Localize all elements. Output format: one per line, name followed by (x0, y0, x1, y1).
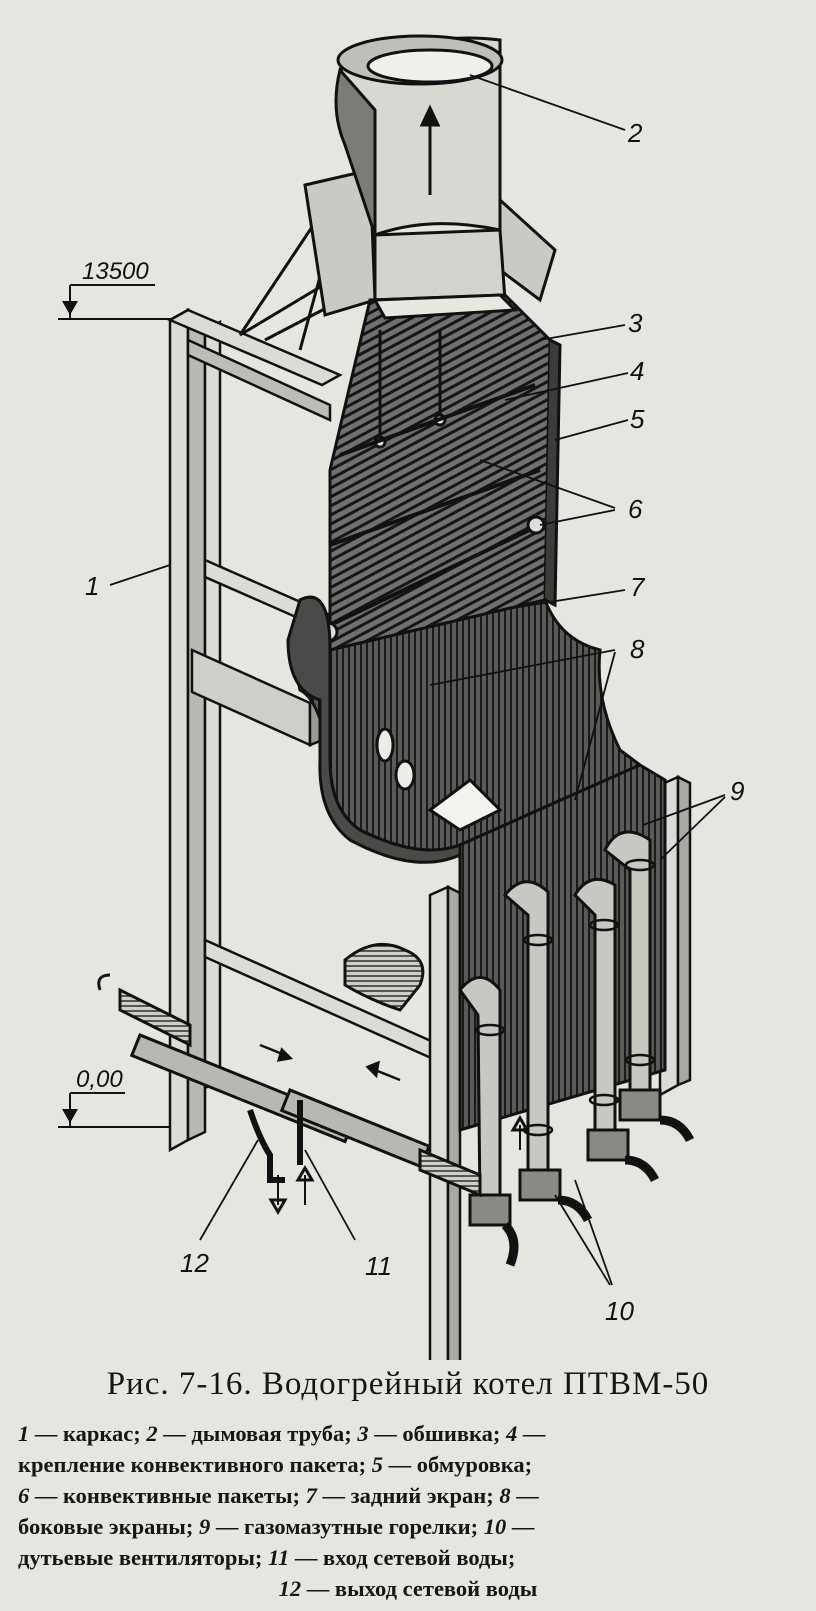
legend-num: 7 (305, 1483, 317, 1508)
legend-num: 6 (18, 1483, 30, 1508)
water-collectors (97, 973, 530, 1215)
callout-12: 12 (180, 1248, 209, 1278)
legend-text: — (510, 1483, 539, 1508)
legend-text: — газомазутные горелки; (210, 1514, 484, 1539)
legend-text: — выход сетевой воды (301, 1576, 538, 1601)
legend-text: крепление конвективного пакета; (18, 1452, 372, 1477)
callout-1: 1 (85, 571, 99, 601)
legend-num: 12 (278, 1576, 302, 1601)
legend-line-3: 6 — конвективные пакеты; 7 — задний экра… (18, 1480, 798, 1511)
level-13500-marker: 13500 (58, 258, 175, 320)
callout-3: 3 (628, 308, 643, 338)
callout-4: 4 (630, 356, 644, 386)
legend-num: 4 (505, 1421, 518, 1446)
legend-text: боковые экраны; (18, 1514, 199, 1539)
legend-text: — обмуровка; (383, 1452, 533, 1477)
legend-text: — конвективные пакеты; (29, 1483, 306, 1508)
legend-line-6: 12 — выход сетевой воды (18, 1573, 798, 1604)
chimney (334, 34, 507, 302)
legend-line-5: дутьевые вентиляторы; 11 — вход сетевой … (18, 1542, 798, 1573)
callout-7: 7 (630, 572, 646, 602)
legend-num: 5 (371, 1452, 384, 1477)
legend-num: 9 (199, 1514, 211, 1539)
legend-num: 1 (18, 1421, 30, 1446)
callout-5: 5 (630, 404, 645, 434)
callout-2: 2 (627, 118, 643, 148)
figure-caption: Рис. 7-16. Водогрейный котел ПТВМ-50 (106, 1366, 710, 1402)
legend-text: — каркас; (29, 1421, 147, 1446)
burners-and-fans (458, 830, 695, 1267)
legend-text: — обшивка; (368, 1421, 506, 1446)
legend-line-2: крепление конвективного пакета; 5 — обму… (18, 1449, 798, 1480)
level-top-label: 13500 (82, 258, 149, 285)
level-0-marker: 0,00 (58, 1066, 175, 1128)
callout-11: 11 (365, 1251, 392, 1281)
legend-num: 10 (483, 1514, 507, 1539)
convective-section (317, 293, 562, 652)
callout-9: 9 (730, 776, 744, 806)
callout-6: 6 (628, 494, 643, 524)
legend-line-1: 1 — каркас; 2 — дымовая труба; 3 — обшив… (18, 1418, 798, 1449)
level-bottom-label: 0,00 (76, 1066, 123, 1093)
legend-num: 2 (146, 1421, 158, 1446)
legend-text: — задний экран; (316, 1483, 500, 1508)
legend-text: — (506, 1514, 535, 1539)
upper-truss (238, 168, 557, 351)
legend-text: — дымовая труба; (157, 1421, 358, 1446)
legend-num: 8 (499, 1483, 511, 1508)
legend-text: дутьевые вентиляторы; (18, 1545, 269, 1570)
figure-legend: 1 — каркас; 2 — дымовая труба; 3 — обшив… (18, 1418, 798, 1604)
leader-lines (109, 74, 726, 1286)
legend-text: — вход сетевой воды; (289, 1545, 516, 1570)
callout-8: 8 (630, 634, 645, 664)
callout-10: 10 (605, 1296, 634, 1326)
boiler-diagram: 13500 0,00 (58, 34, 744, 1360)
legend-num: 11 (268, 1545, 290, 1570)
legend-line-4: боковые экраны; 9 — газомазутные горелки… (18, 1511, 798, 1542)
frame (167, 307, 692, 1360)
legend-num: 3 (357, 1421, 369, 1446)
legend-text: — (517, 1421, 546, 1446)
